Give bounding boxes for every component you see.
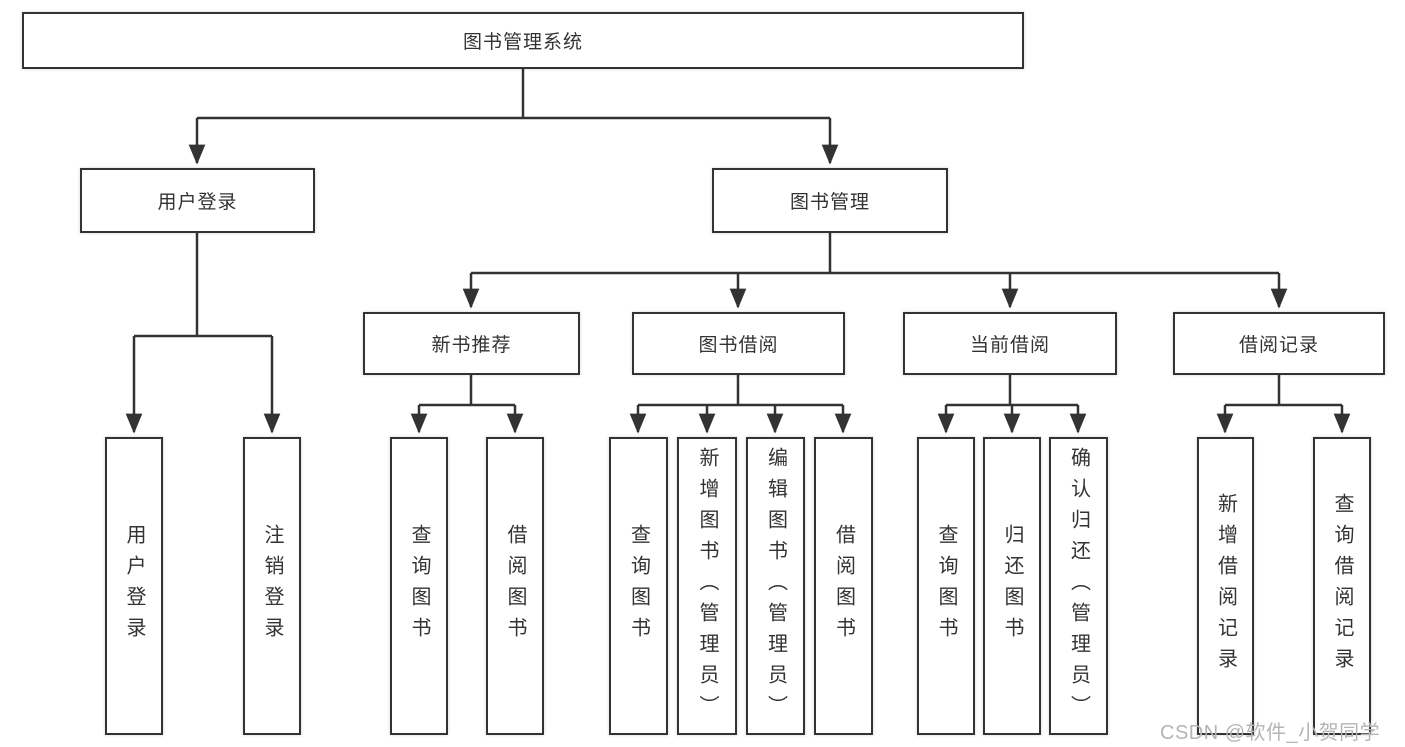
leaf-logout: 注销登录 — [243, 437, 301, 735]
node-label: 确认归还（管理员） — [1067, 446, 1090, 726]
node-label: 借阅图书 — [832, 524, 855, 648]
leaf-add-book-admin: 新增图书（管理员） — [677, 437, 737, 735]
node-label: 借阅图书 — [504, 524, 526, 648]
node-label: 新书推荐 — [431, 335, 512, 356]
csdn-watermark: CSDN @软件_小贺同学 — [1160, 722, 1381, 744]
node-label: 查询图书 — [627, 524, 650, 648]
node-label: 查询图书 — [408, 524, 430, 648]
node-label: 归还图书 — [1001, 524, 1023, 648]
node-book-management: 图书管理 — [712, 168, 948, 233]
node-label: 查询图书 — [935, 524, 957, 648]
leaf-query-books-borrow: 查询图书 — [609, 437, 668, 735]
node-label: 用户登录 — [157, 192, 238, 213]
node-label: 用户登录 — [123, 524, 145, 648]
leaf-query-books-current: 查询图书 — [917, 437, 975, 735]
node-label: 新增借阅记录 — [1214, 493, 1237, 679]
node-label: 新增图书（管理员） — [696, 446, 718, 726]
leaf-borrow-books: 借阅图书 — [814, 437, 873, 735]
leaf-confirm-return-admin: 确认归还（管理员） — [1049, 437, 1108, 735]
node-label: 当前借阅 — [969, 335, 1050, 356]
node-label: 图书管理系统 — [462, 32, 583, 53]
leaf-query-borrow-record: 查询借阅记录 — [1313, 437, 1371, 735]
node-label: 借阅记录 — [1238, 335, 1319, 356]
leaf-query-books-recommend: 查询图书 — [390, 437, 448, 735]
leaf-user-login: 用户登录 — [105, 437, 163, 735]
leaf-edit-book-admin: 编辑图书（管理员） — [746, 437, 805, 735]
node-book-borrow: 图书借阅 — [632, 312, 845, 375]
node-label: 编辑图书（管理员） — [764, 446, 787, 726]
node-borrow-records: 借阅记录 — [1173, 312, 1385, 375]
leaf-add-borrow-record: 新增借阅记录 — [1197, 437, 1254, 735]
leaf-borrow-books-recommend: 借阅图书 — [486, 437, 544, 735]
node-user-login: 用户登录 — [80, 168, 315, 233]
node-label: 图书管理 — [789, 192, 870, 213]
node-label: 查询借阅记录 — [1331, 493, 1353, 679]
node-label: 注销登录 — [261, 524, 283, 648]
node-current-borrow: 当前借阅 — [903, 312, 1117, 375]
node-library-system: 图书管理系统 — [22, 12, 1024, 69]
leaf-return-books: 归还图书 — [983, 437, 1041, 735]
node-new-book-recommend: 新书推荐 — [363, 312, 580, 375]
node-label: 图书借阅 — [698, 335, 779, 356]
